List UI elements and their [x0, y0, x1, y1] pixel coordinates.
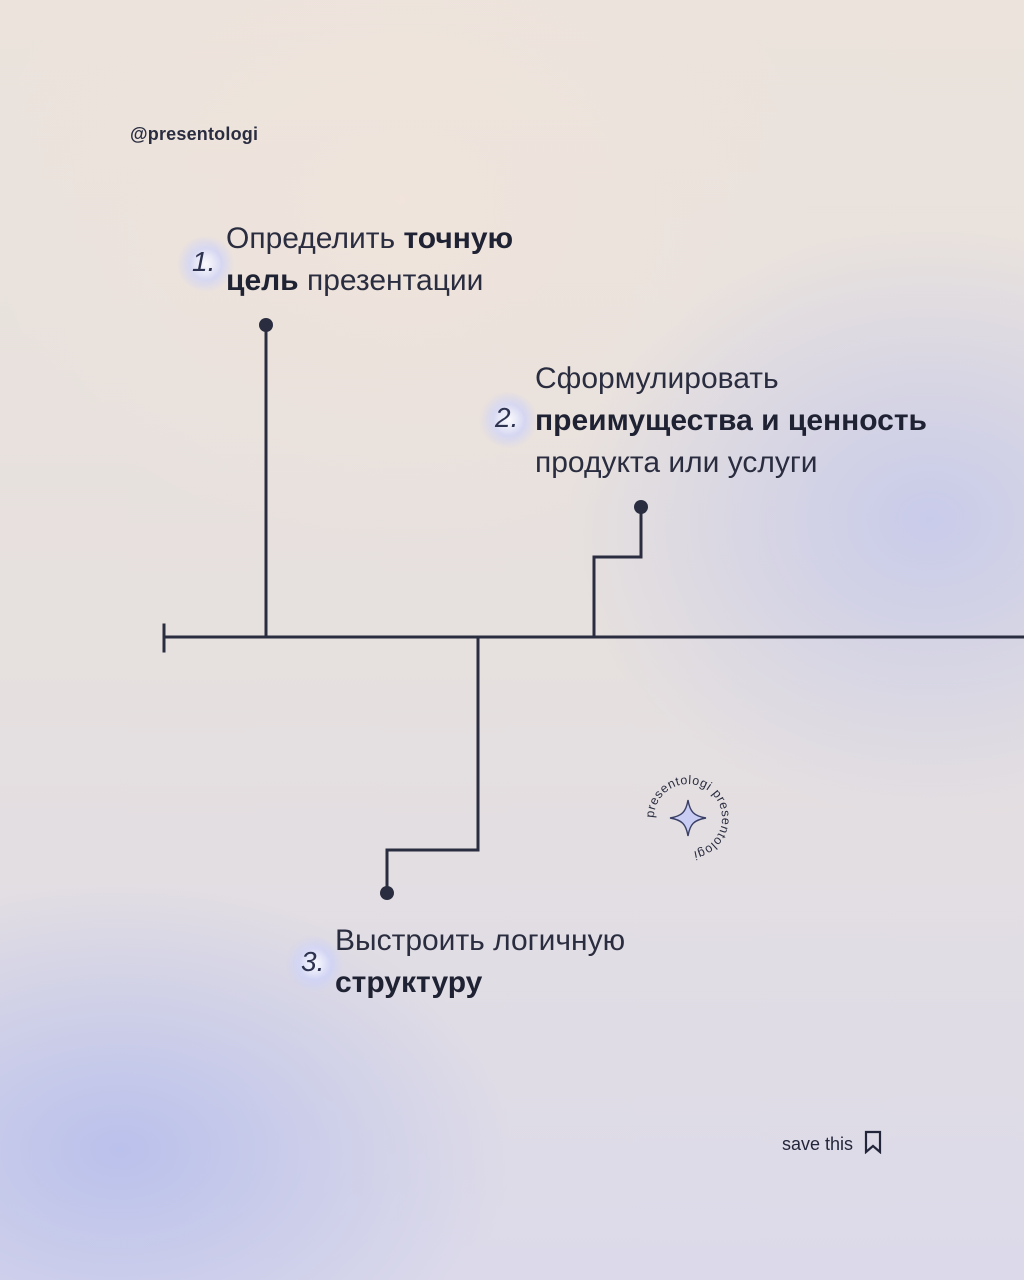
account-handle: @presentologi [130, 124, 259, 144]
step-1-line-2-normal: презентации [298, 264, 484, 297]
branch-3-line [385, 635, 480, 895]
branch-1-dot [259, 318, 273, 332]
step-1: 1. Определить точную цель презентации [177, 218, 513, 302]
branch-2-line [592, 505, 643, 639]
save-this-label: save this [782, 1134, 854, 1154]
step-1-number: 1. [177, 236, 235, 292]
step-3-line-2: структуру [335, 966, 483, 999]
step-1-line-1-bold: точную [403, 222, 514, 255]
branch-2-dot [634, 500, 648, 514]
step-1-line-2-bold: цель [226, 264, 299, 297]
step-2-line-1: Сформулировать [535, 362, 779, 395]
step-3-line-1: Выстроить логичную [335, 924, 626, 957]
step-3-number: 3. [286, 936, 344, 992]
step-2-line-2: преимущества и ценность [535, 404, 927, 437]
step-2-line-3: продукта или услуги [535, 446, 818, 479]
sparkle-icon [669, 799, 707, 837]
step-2-number: 2. [480, 392, 538, 448]
save-this-button[interactable]: save this [782, 1130, 883, 1159]
step-2: 2. Сформулировать преимущества и ценност… [480, 358, 927, 484]
bookmark-icon [863, 1130, 883, 1159]
presentologi-stamp: presentologi presentologi [643, 773, 733, 863]
branch-3-dot [380, 886, 394, 900]
step-1-line-2: цель презентации [226, 260, 513, 302]
step-3: 3. Выстроить логичную структуру [286, 920, 626, 1004]
step-1-line-1: Определить точную [226, 218, 513, 260]
step-1-line-1-normal: Определить [226, 222, 404, 255]
